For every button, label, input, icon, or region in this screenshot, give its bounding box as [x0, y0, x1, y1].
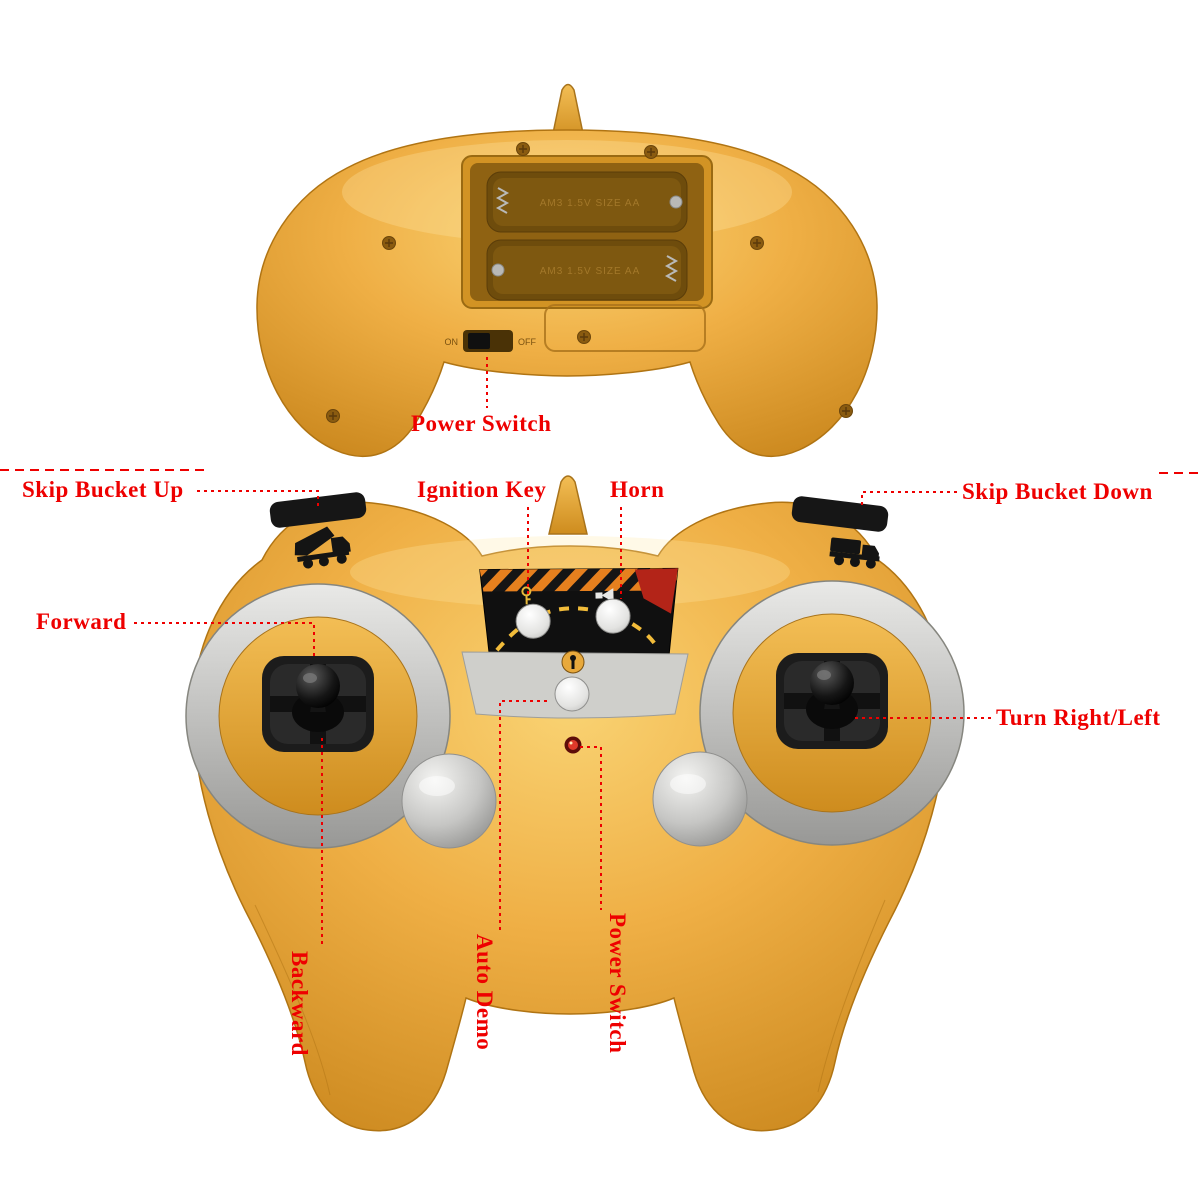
key-badge-icon: [561, 650, 585, 674]
leader-power-switch-front: [580, 746, 602, 910]
controller-back-view: AM3 1.5V SIZE AA AM3 1.5V SIZE AA O: [256, 83, 878, 458]
right-joystick: [810, 661, 854, 705]
annotation-turn-right-left: Turn Right/Left: [996, 705, 1161, 730]
on-label: ON: [445, 337, 459, 347]
skip-bucket-down-button: [791, 496, 889, 532]
antenna-stub: [548, 475, 588, 535]
hazard-stripes: [479, 568, 678, 592]
battery-slot-1-text: AM3 1.5V SIZE AA: [540, 198, 640, 209]
plus-contact: [491, 263, 505, 277]
annotation-auto-demo: Auto Demo: [472, 934, 497, 1051]
annotation-horn: Horn: [610, 477, 665, 502]
screws-back: [326, 142, 853, 423]
auto-demo-button: [554, 676, 590, 712]
grip-seam-left: [254, 904, 331, 1096]
power-led: [564, 736, 582, 754]
spring-contact: [495, 187, 510, 214]
battery-slot-2-text: AM3 1.5V SIZE AA: [540, 266, 640, 277]
leader-skip-bucket-down: [861, 491, 957, 509]
leader-skip-bucket-up: [197, 490, 319, 507]
switch-slider: [468, 333, 490, 349]
dome-highlight: [419, 776, 455, 796]
screw-slots: [329, 145, 850, 420]
ignition-key-button: [515, 603, 551, 639]
dump-truck-up-icon: [294, 526, 351, 569]
grip-seam-right: [817, 899, 886, 1093]
annotation-skip-bucket-down: Skip Bucket Down: [962, 479, 1153, 504]
plus-contact: [669, 195, 683, 209]
annotation-ignition-key: Ignition Key: [417, 477, 547, 502]
annotation-power-switch-back: Power Switch: [411, 411, 552, 436]
horn-icon: [595, 588, 614, 603]
battery-compartment: AM3 1.5V SIZE AA AM3 1.5V SIZE AA: [461, 155, 713, 309]
leader-lines: [0, 357, 1200, 947]
center-sticker: [479, 567, 679, 664]
annotation-backward: Backward: [287, 951, 312, 1056]
battery-door-outline: [544, 304, 706, 352]
horn-button: [595, 598, 631, 634]
skip-bucket-up-button: [269, 492, 367, 528]
annotation-skip-bucket-up: Skip Bucket Up: [22, 477, 184, 502]
off-label: OFF: [518, 337, 536, 347]
right-dome-button: [652, 751, 748, 847]
annotation-power-switch-front: Power Switch: [605, 913, 630, 1054]
left-joystick-pod: [185, 583, 451, 849]
dome-highlight: [670, 774, 706, 794]
red-patch: [634, 568, 678, 614]
spring-contact: [664, 255, 679, 282]
left-dome-button: [401, 753, 497, 849]
controller-front-view: [185, 475, 965, 1132]
antenna-stub: [550, 83, 586, 144]
right-joystick-pod: [699, 580, 965, 846]
lower-panel: [461, 650, 689, 719]
annotation-forward: Forward: [36, 609, 127, 634]
ignition-key-icon: [521, 586, 532, 605]
dump-truck-down-icon: [829, 537, 880, 569]
left-joystick: [296, 664, 340, 708]
power-switch-back: ON OFF: [445, 330, 536, 352]
